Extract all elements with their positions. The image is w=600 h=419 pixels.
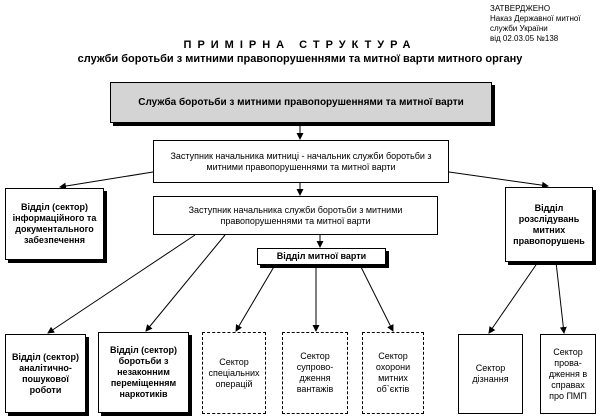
edge-investigation-inquiry (488, 261, 539, 334)
edge-deputy-head-info-doc (59, 171, 154, 190)
protection-box: Сектор охорони митних об`єктів (362, 332, 424, 414)
approval-line-2: Наказ Державної митної (490, 14, 581, 23)
deputy-head-box: Заступник начальника митниці - начальник… (153, 140, 449, 183)
service-label: Служба боротьби з митними правопорушення… (138, 97, 464, 108)
analytical-box: Відділ (сектор) аналітично-пошукової роб… (5, 334, 86, 413)
approval-line-3: служби України (490, 24, 548, 33)
page-title: ПРИМІРНА СТРУКТУРА (183, 39, 417, 51)
approval-line-1: ЗАТВЕРДЖЕНО (490, 4, 551, 13)
cargo-escort-label: Сектор супрово-дження вантажів (296, 351, 334, 394)
proceedings-label: Сектор прова-дження в справах про ПМП (548, 346, 588, 401)
narcotics-box: Відділ (сектор) боротьби з незаконним пе… (98, 332, 189, 413)
edge-deputy-service-analytical (47, 234, 196, 334)
deputy-service-box: Заступник начальника служби боротьби з м… (153, 196, 438, 235)
inquiry-label: Сектор дізнання (472, 363, 509, 384)
edge-customs-guard-special-ops (235, 264, 276, 332)
page-subtitle: служби боротьби з митними правопорушення… (77, 53, 523, 65)
service-box: Служба боротьби з митними правопорушення… (110, 82, 492, 123)
approval-stamp: ЗАТВЕРДЖЕНО Наказ Державної митної служб… (490, 4, 598, 44)
narcotics-label: Відділ (сектор) боротьби з незаконним пе… (110, 345, 177, 399)
edge-investigation-proceedings (555, 261, 567, 334)
approval-line-4: від 02.03.05 №138 (490, 34, 559, 43)
customs-guard-label: Відділ митної варти (276, 251, 367, 261)
customs-guard-box: Відділ митної варти (257, 248, 386, 265)
investigation-label: Відділ розслідувань митних правопорушень (513, 202, 585, 246)
special-ops-label: Сектор спеціальних операцій (208, 356, 260, 389)
info-doc-label: Відділ (сектор) інформаційного та докуме… (12, 202, 97, 245)
special-ops-box: Сектор спеціальних операцій (202, 332, 266, 414)
proceedings-box: Сектор прова-дження в справах про ПМП (540, 334, 596, 414)
investigation-box: Відділ розслідувань митних правопорушень (505, 187, 593, 262)
protection-label: Сектор охорони митних об`єктів (375, 351, 411, 394)
analytical-label: Відділ (сектор) аналітично-пошукової роб… (12, 351, 79, 395)
info-doc-box: Відділ (сектор) інформаційного та докуме… (5, 188, 104, 260)
edge-deputy-service-narcotics (145, 234, 226, 332)
deputy-head-label: Заступник начальника митниці - начальник… (170, 150, 432, 172)
deputy-service-label: Заступник начальника служби боротьби з м… (188, 204, 403, 226)
edge-deputy-head-investigation (448, 171, 549, 189)
cargo-escort-box: Сектор супрово-дження вантажів (282, 332, 348, 414)
edge-customs-guard-protection (359, 264, 394, 332)
inquiry-box: Сектор дізнання (458, 334, 523, 414)
